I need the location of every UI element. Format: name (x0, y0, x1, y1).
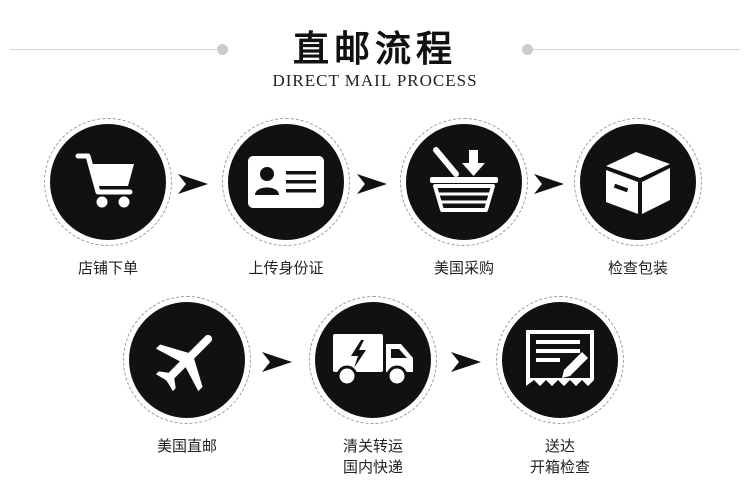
step-circle (315, 302, 431, 418)
airplane-icon (149, 322, 225, 398)
arrow-right-icon (262, 352, 292, 372)
step-ring (309, 296, 437, 424)
header-dot-left (217, 44, 228, 55)
step-label: 检查包装 (607, 259, 668, 277)
step-ring (222, 118, 350, 246)
box-icon (600, 144, 676, 220)
shopping-cart-icon (72, 146, 144, 218)
id-card-icon (246, 152, 326, 212)
step-circle (50, 124, 166, 240)
step-ring (400, 118, 528, 246)
step-label-line: 清关转运 (342, 437, 403, 455)
arrow-right-icon (178, 174, 208, 194)
step-ring (496, 296, 624, 424)
step-circle (502, 302, 618, 418)
step-ring (574, 118, 702, 246)
page-subtitle: DIRECT MAIL PROCESS (272, 71, 478, 90)
arrow-right-icon (357, 174, 387, 194)
step-ring (44, 118, 172, 246)
header-line-right (533, 49, 740, 50)
basket-download-icon (426, 144, 502, 220)
page-title: 直邮流程 (292, 28, 457, 70)
step-label-line: 送达 (544, 437, 575, 455)
step-label: 上传身份证 (248, 259, 324, 277)
step-circle (580, 124, 696, 240)
header-dot-right (522, 44, 533, 55)
step-label: 店铺下单 (77, 259, 138, 277)
step-label: 清关转运 国内快递 (303, 436, 443, 478)
step-label-line: 国内快递 (342, 458, 403, 476)
step-circle (129, 302, 245, 418)
header-line-left (10, 49, 218, 50)
delivery-truck-icon (331, 328, 415, 392)
step-circle (228, 124, 344, 240)
arrow-right-icon (534, 174, 564, 194)
step-ring (123, 296, 251, 424)
arrow-right-icon (451, 352, 481, 372)
step-label-line: 开箱检查 (529, 458, 590, 476)
receipt-sign-icon (520, 324, 600, 396)
step-circle (406, 124, 522, 240)
step-label: 送达 开箱检查 (490, 436, 630, 478)
step-label: 美国直邮 (156, 437, 217, 455)
step-label: 美国采购 (433, 259, 494, 277)
